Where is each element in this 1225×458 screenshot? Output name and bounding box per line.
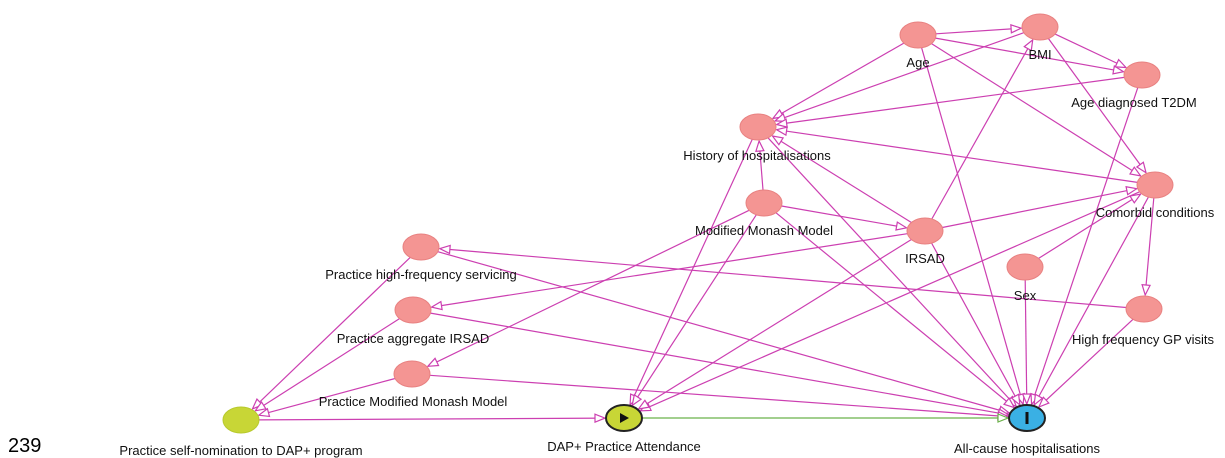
edge-bmi-to-comorb (1047, 38, 1146, 173)
node-label-psn: Practice self-nomination to DAP+ program (119, 443, 362, 458)
node-label-phfs: Practice high-frequency servicing (325, 267, 516, 282)
node-label-sex: Sex (1014, 288, 1037, 303)
node-label-hist: History of hospitalisations (683, 148, 831, 163)
edge-age_dx-to-hosp (1032, 87, 1139, 405)
node-comorb-ellipse[interactable] (1136, 171, 1174, 199)
node-label-hosp: All-cause hospitalisations (954, 441, 1100, 456)
node-bmi-ellipse[interactable] (1021, 13, 1059, 41)
edge-mmm-to-hosp (775, 212, 1014, 408)
edge-age-to-bmi (935, 28, 1021, 35)
edge-comorb-to-hosp (1034, 196, 1149, 405)
edge-sex-to-comorb (1038, 194, 1141, 259)
node-age_dx[interactable] (1123, 61, 1161, 89)
node-mmm-ellipse[interactable] (745, 189, 783, 217)
edge-mmm-to-irsad (781, 205, 907, 228)
node-psn[interactable] (222, 406, 260, 434)
edge-phfs-to-psn (253, 256, 411, 409)
edge-comorb-to-dap (640, 191, 1140, 411)
edge-irsad-to-bmi (931, 40, 1033, 220)
node-hfgp-ellipse[interactable] (1125, 295, 1163, 323)
edge-irsad-to-hist (773, 136, 912, 224)
bar-icon (1025, 412, 1029, 424)
edge-hist-to-hosp (767, 137, 1016, 407)
edges-layer (253, 28, 1155, 420)
node-phfs-ellipse[interactable] (402, 233, 440, 261)
edge-irsad-to-hosp (931, 242, 1020, 405)
node-label-comorb: Comorbid conditions (1096, 205, 1215, 220)
node-hfgp[interactable] (1125, 295, 1163, 323)
node-pmmm[interactable] (393, 360, 431, 388)
node-pmmm-ellipse[interactable] (393, 360, 431, 388)
page-number: 239 (8, 435, 42, 457)
edge-irsad-to-comorb (942, 189, 1136, 229)
edge-pmmm-to-psn (259, 377, 396, 416)
edge-mmm-to-hist (759, 141, 763, 191)
edge-mmm-to-pmmm (428, 209, 750, 366)
labels-layer: Age BMI Age diagnosed T2DM History of hospi… (119, 47, 1214, 458)
edge-comorb-to-hist (777, 130, 1138, 183)
node-pairsad[interactable] (394, 296, 432, 324)
node-label-age_dx: Age diagnosed T2DM (1071, 95, 1197, 110)
node-hist[interactable] (739, 113, 777, 141)
edge-pairsad-to-hosp (430, 312, 1009, 415)
node-irsad[interactable] (906, 217, 944, 245)
edge-age-to-age_dx (935, 37, 1124, 72)
node-hist-ellipse[interactable] (739, 113, 777, 141)
node-mmm[interactable] (745, 189, 783, 217)
node-label-hfgp: High frequency GP visits (1072, 332, 1215, 347)
node-label-pmmm: Practice Modified Monash Model (319, 394, 508, 409)
edge-age-to-hist (773, 42, 905, 118)
node-sex[interactable] (1006, 253, 1044, 281)
edge-sex-to-hosp (1025, 279, 1027, 404)
edge-irsad-to-dap (639, 238, 912, 410)
play-icon (620, 413, 629, 423)
node-comorb[interactable] (1136, 171, 1174, 199)
node-pairsad-ellipse[interactable] (394, 296, 432, 324)
edge-hfgp-to-hosp (1039, 318, 1134, 407)
edge-mmm-to-dap (632, 214, 757, 406)
node-label-pairsad: Practice aggregate IRSAD (337, 331, 489, 346)
edge-bmi-to-age_dx (1054, 33, 1126, 67)
node-label-irsad: IRSAD (905, 251, 945, 266)
node-irsad-ellipse[interactable] (906, 217, 944, 245)
node-label-age: Age (906, 55, 929, 70)
node-hosp[interactable] (1008, 404, 1046, 432)
edge-phfs-to-hosp (437, 251, 1010, 413)
edge-comorb-to-hfgp (1145, 197, 1155, 295)
node-label-bmi: BMI (1028, 47, 1051, 62)
edge-bmi-to-hist (775, 32, 1025, 121)
node-age[interactable] (899, 21, 937, 49)
edge-hfgp-to-phfs (440, 249, 1127, 309)
node-age-ellipse[interactable] (899, 21, 937, 49)
node-dap[interactable] (605, 404, 643, 432)
node-bmi[interactable] (1021, 13, 1059, 41)
edge-pairsad-to-psn (255, 318, 400, 411)
edge-hist-to-dap (630, 139, 753, 405)
nodes-layer (222, 13, 1174, 434)
node-psn-ellipse[interactable] (222, 406, 260, 434)
edge-age-to-hosp (921, 47, 1024, 405)
edge-irsad-to-pairsad (432, 233, 908, 307)
edge-pmmm-to-hosp (429, 374, 1008, 416)
edge-age_dx-to-hist (777, 76, 1125, 124)
node-sex-ellipse[interactable] (1006, 253, 1044, 281)
node-phfs[interactable] (402, 233, 440, 261)
edge-age-to-comorb (931, 43, 1141, 176)
node-label-dap: DAP+ Practice Attendance (547, 439, 701, 454)
node-age_dx-ellipse[interactable] (1123, 61, 1161, 89)
node-label-mmm: Modified Monash Model (695, 223, 833, 238)
edge-psn-to-dap (258, 418, 605, 420)
